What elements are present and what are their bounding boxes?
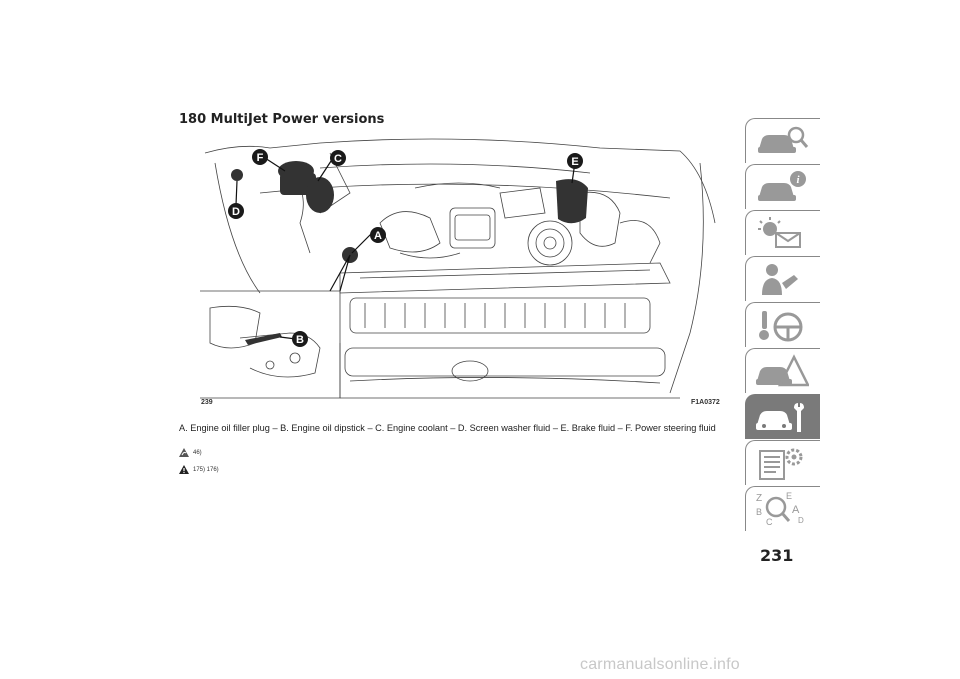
figure-caption: A. Engine oil filler plug – B. Engine oi… — [179, 423, 716, 433]
car-search-icon — [758, 126, 809, 153]
svg-text:A: A — [792, 504, 800, 516]
section-heading: 180 MultiJet Power versions — [179, 112, 385, 127]
warning-reference-text: 175) 176) — [193, 466, 219, 473]
svg-text:C: C — [766, 517, 773, 527]
car-wrench-icon — [756, 403, 804, 432]
tab-alphabetical-index[interactable]: Z E A B D C — [745, 486, 820, 531]
callout-e: E — [571, 156, 578, 168]
tab-getting-to-know-vehicle[interactable] — [745, 118, 820, 163]
callout-d: D — [232, 206, 240, 218]
svg-text:B: B — [756, 507, 762, 517]
tab-starting-driving[interactable] — [745, 302, 820, 347]
tab-knowing-instrument-panel[interactable]: i — [745, 164, 820, 209]
svg-text:E: E — [786, 491, 792, 501]
engine-bay-figure: F C E D A B — [200, 133, 720, 411]
tab-technical-specifications[interactable] — [745, 440, 820, 485]
environment-reference: 46) — [179, 448, 202, 457]
svg-text:Z: Z — [756, 493, 762, 504]
leaf-triangle-icon — [179, 448, 189, 457]
tab-safety[interactable] — [745, 256, 820, 301]
car-info-icon: i — [758, 171, 806, 201]
callout-labels: F C E D A B — [228, 149, 583, 347]
callout-a: A — [374, 230, 382, 242]
warning-triangle-icon — [179, 465, 189, 474]
watermark: carmanualsonline.info — [580, 656, 740, 673]
svg-text:D: D — [798, 516, 804, 525]
car-emergency-icon — [756, 354, 809, 387]
callout-c: C — [334, 153, 342, 165]
engine-bay-illustration: F C E D A B — [200, 138, 716, 399]
figure-number: 239 — [201, 399, 213, 406]
figure-code: F1A0372 — [691, 399, 720, 406]
specs-gear-icon — [759, 448, 803, 480]
svg-text:i: i — [796, 174, 800, 186]
safety-person-icon — [762, 264, 798, 295]
steering-wheel-key-icon — [759, 311, 803, 342]
tab-warning-lights-messages[interactable] — [745, 210, 820, 255]
warning-light-message-icon — [758, 217, 801, 248]
callout-f: F — [257, 152, 264, 164]
tab-servicing-care[interactable] — [745, 394, 820, 439]
warning-reference: 175) 176) — [179, 465, 219, 474]
tab-in-an-emergency[interactable] — [745, 348, 820, 393]
callout-b: B — [296, 334, 304, 346]
alphabetical-index-icon: Z E A B D C — [756, 491, 804, 527]
page-number: 231 — [760, 546, 794, 565]
chapter-nav: i — [745, 118, 820, 538]
environment-reference-text: 46) — [193, 449, 202, 456]
